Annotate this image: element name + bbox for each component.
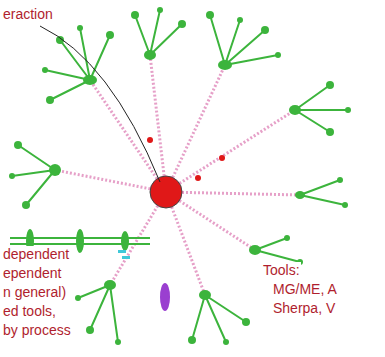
note-line: ed tools, [2,303,57,320]
note-heading: Tools: [262,262,301,279]
note-line: n general) [2,284,67,301]
cyan-marks [118,250,130,259]
note-line: by process [2,322,72,339]
note-line: ependent [2,265,62,282]
note-line: MG/ME, A [272,281,338,298]
purple-blob [160,283,170,311]
gluon-lines [55,55,300,295]
leader-line [40,26,160,182]
note-line: dependent [2,246,70,263]
hard-interaction-blob [150,176,182,208]
red-vertices [147,137,225,181]
note-line: Sherpa, V [272,300,336,317]
callout-label: eraction [2,6,54,23]
